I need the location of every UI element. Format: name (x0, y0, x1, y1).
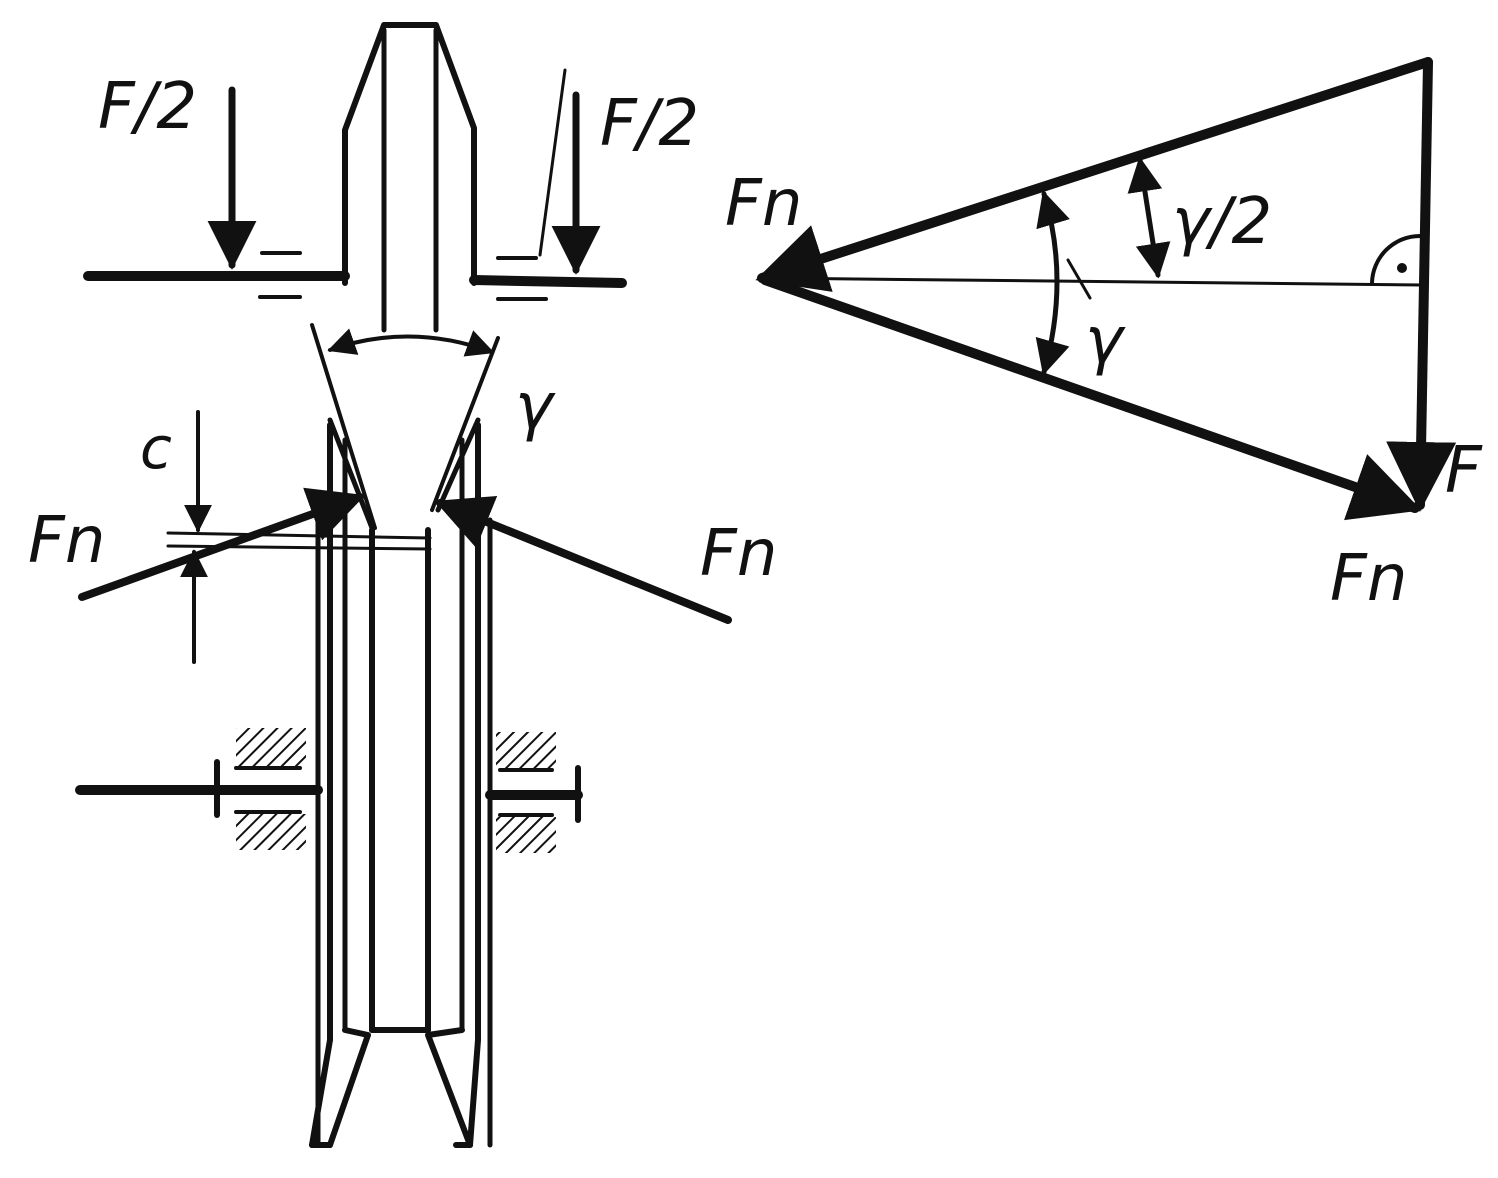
label-fn-left-contact: Fn (28, 504, 105, 578)
bearing-hatch-lower-right (496, 817, 556, 853)
groove-flank-right (430, 336, 500, 512)
triangle-fn-top (755, 57, 1433, 292)
bearing-hatch-lower-left (236, 814, 306, 850)
bearing-hatch-upper-left (236, 728, 306, 766)
triangle-bisector (763, 276, 1424, 287)
label-fn-triangle-top: Fn (725, 167, 802, 241)
triangle-f (1386, 57, 1457, 512)
gamma-half-arrow (1127, 156, 1171, 279)
upper-axle-right (469, 275, 627, 288)
label-f-half-right: F/2 (600, 87, 699, 161)
gamma-arc (1035, 190, 1070, 376)
arrow-fn-right-contact (434, 496, 732, 624)
groove-angle-arc (327, 328, 495, 357)
lower-wheel-outline (309, 422, 481, 1148)
bearing-hatch-upper-right (496, 732, 556, 768)
upper-wedge-outline (342, 22, 477, 286)
force-triangle (755, 57, 1457, 521)
triangle-fn-bottom (760, 275, 1422, 521)
arrow-fn-left-contact (78, 487, 366, 601)
pulley-section (75, 22, 627, 1148)
right-angle-marker (1370, 234, 1422, 285)
label-f-triangle: F (1445, 434, 1483, 508)
label-gamma-groove: γ (515, 370, 556, 444)
label-gamma-triangle: γ (1085, 304, 1126, 378)
label-fn-right-contact: Fn (700, 517, 777, 591)
label-clearance-c: c (140, 414, 172, 482)
label-fn-triangle-bottom: Fn (1330, 542, 1407, 616)
label-gamma-half: γ/2 (1172, 185, 1272, 259)
label-f-half-left: F/2 (98, 70, 197, 144)
